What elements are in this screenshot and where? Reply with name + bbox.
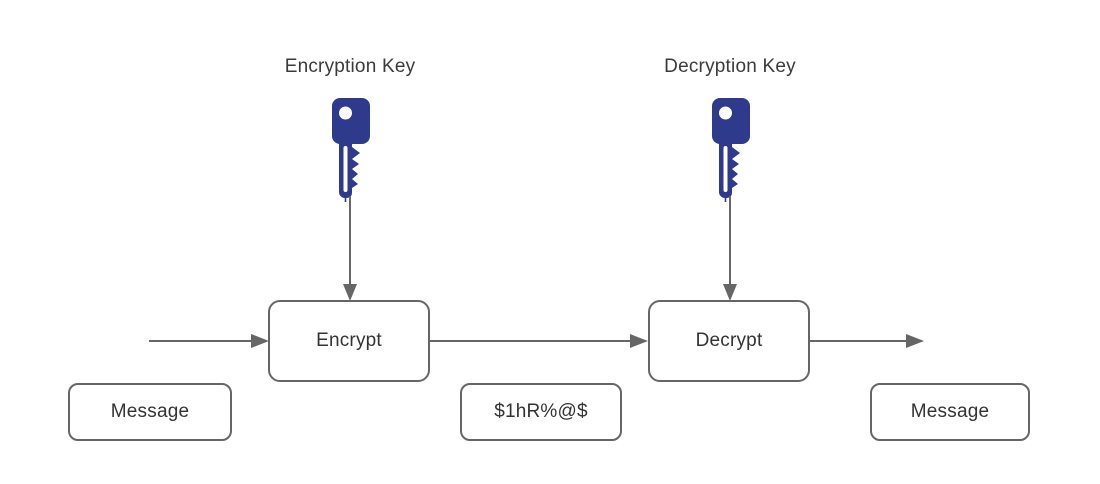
decryption-key-icon (712, 98, 750, 202)
ciphertext-box[interactable]: $1hR%@$ (460, 383, 622, 441)
encrypt-box[interactable]: Encrypt (268, 300, 430, 382)
message-input-box[interactable]: Message (68, 383, 232, 441)
edge-decryption-key-to-decrypt (723, 196, 737, 301)
edge-encrypt-to-decrypt (430, 334, 648, 348)
encryption-key-label: Encryption Key (284, 56, 416, 77)
decrypt-box[interactable]: Decrypt (648, 300, 810, 382)
decryption-key-label: Decryption Key (664, 56, 796, 77)
encryption-key-icon (332, 98, 370, 202)
edge-input-to-encrypt (149, 334, 269, 348)
edge-decrypt-to-output (810, 334, 924, 348)
edge-encryption-key-to-encrypt (343, 196, 357, 301)
message-output-box[interactable]: Message (870, 383, 1030, 441)
